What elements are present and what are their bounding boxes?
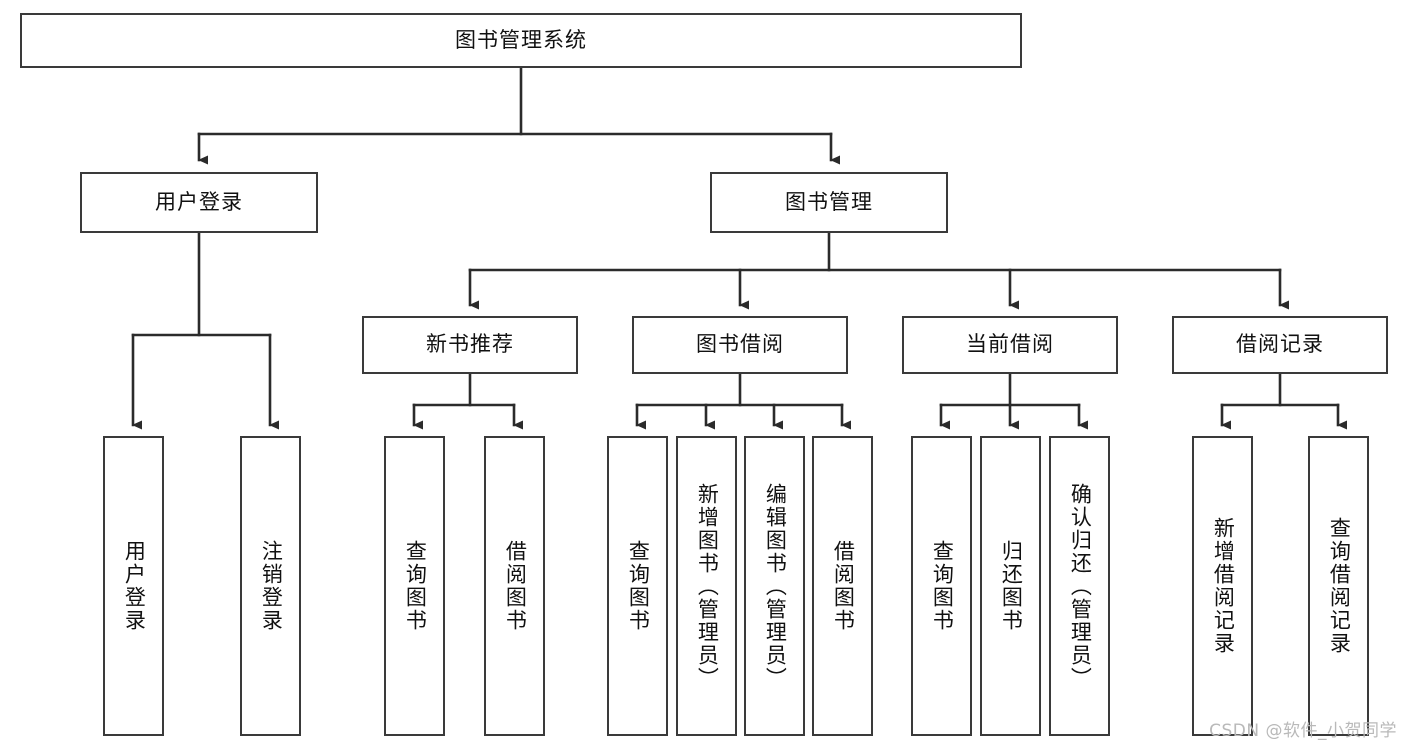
node-current-borrow[interactable]: 当前借阅 [902, 316, 1118, 374]
node-label: 当前借阅 [966, 332, 1054, 357]
node-leaf-borrow-book-2[interactable]: 借阅图书 [812, 436, 873, 736]
node-book-management[interactable]: 图书管理 [710, 172, 948, 233]
node-root-system[interactable]: 图书管理系统 [20, 13, 1022, 68]
node-borrow-record[interactable]: 借阅记录 [1172, 316, 1388, 374]
node-label: 借阅图书 [831, 540, 856, 632]
node-label: 图书管理 [785, 189, 873, 214]
node-leaf-add-book[interactable]: 新增图书（管理员） [676, 436, 737, 736]
node-book-borrow[interactable]: 图书借阅 [632, 316, 848, 374]
node-user-login[interactable]: 用户登录 [80, 172, 318, 233]
node-leaf-return-book[interactable]: 归还图书 [980, 436, 1041, 736]
node-label: 注销登录 [259, 540, 284, 632]
node-new-book-recommend[interactable]: 新书推荐 [362, 316, 578, 374]
node-label: 归还图书 [999, 540, 1024, 632]
node-label: 查询图书 [403, 540, 428, 632]
node-label: 查询图书 [930, 540, 955, 632]
node-label: 图书管理系统 [455, 27, 587, 52]
node-leaf-user-login[interactable]: 用户登录 [103, 436, 164, 736]
node-label: 新增图书（管理员） [695, 482, 720, 690]
node-label: 用户登录 [155, 189, 243, 214]
node-label: 图书借阅 [696, 332, 784, 357]
node-label: 编辑图书（管理员） [763, 482, 788, 690]
node-leaf-query-book-1[interactable]: 查询图书 [384, 436, 445, 736]
node-label: 查询图书 [626, 540, 651, 632]
node-leaf-query-record[interactable]: 查询借阅记录 [1308, 436, 1369, 736]
node-leaf-add-record[interactable]: 新增借阅记录 [1192, 436, 1253, 736]
node-label: 确认归还（管理员） [1068, 482, 1093, 690]
node-label: 借阅记录 [1236, 332, 1324, 357]
csdn-watermark: CSDN @软件_小贺同学 [1209, 721, 1397, 741]
node-leaf-borrow-book-1[interactable]: 借阅图书 [484, 436, 545, 736]
node-leaf-edit-book[interactable]: 编辑图书（管理员） [744, 436, 805, 736]
node-label: 用户登录 [122, 540, 147, 632]
node-leaf-query-book-3[interactable]: 查询图书 [911, 436, 972, 736]
node-label: 查询借阅记录 [1327, 517, 1352, 655]
node-leaf-query-book-2[interactable]: 查询图书 [607, 436, 668, 736]
node-leaf-logout-login[interactable]: 注销登录 [240, 436, 301, 736]
node-leaf-confirm-return[interactable]: 确认归还（管理员） [1049, 436, 1110, 736]
node-label: 新书推荐 [426, 332, 514, 357]
node-label: 新增借阅记录 [1211, 517, 1236, 655]
node-label: 借阅图书 [503, 540, 528, 632]
